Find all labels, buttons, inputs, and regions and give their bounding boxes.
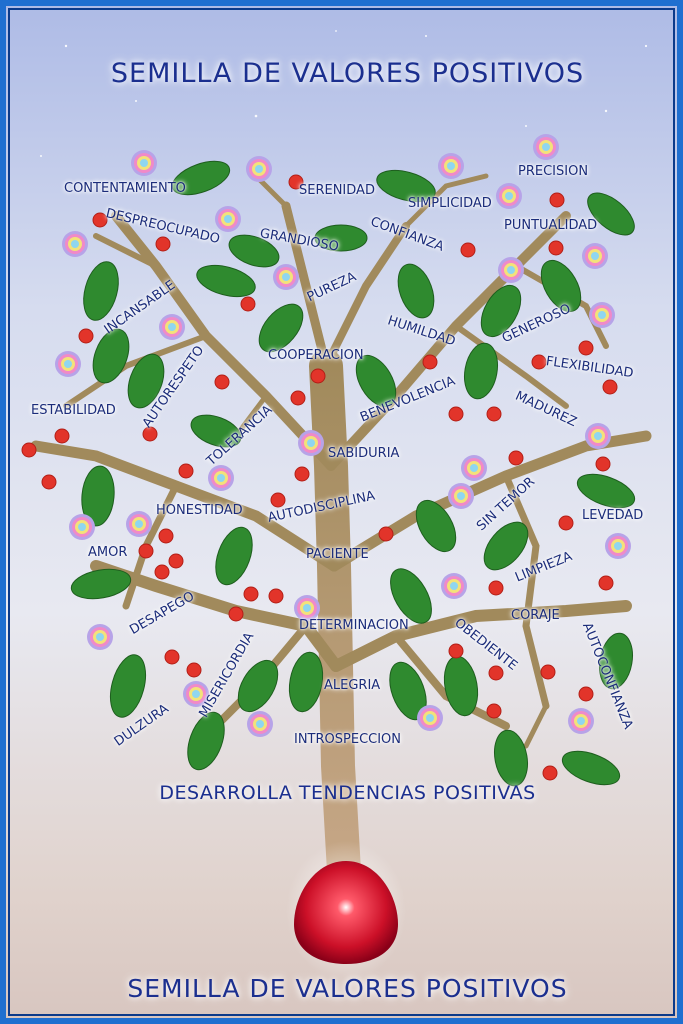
- label-alegria: ALEGRIA: [324, 678, 381, 693]
- label-simplicidad: SIMPLICIDAD: [408, 196, 492, 211]
- label-serenidad: SERENIDAD: [299, 183, 375, 198]
- label-amor: AMOR: [88, 545, 128, 560]
- label-cooperacion: COOPERACION: [268, 348, 364, 363]
- footer-title: SEMILLA DE VALORES POSITIVOS: [127, 974, 568, 1003]
- rainbow-orbs: [55, 134, 631, 737]
- label-estabilidad: ESTABILIDAD: [31, 403, 116, 418]
- label-honestidad: HONESTIDAD: [156, 503, 243, 518]
- page-title: SEMILLA DE VALORES POSITIVOS: [110, 58, 585, 89]
- flowers: [21, 174, 618, 781]
- label-introspeccion: INTROSPECCION: [294, 732, 402, 747]
- label-determinacion: DETERMINACION: [299, 618, 409, 633]
- label-contentamiento: CONTENTAMIENTO: [64, 181, 186, 196]
- label-sabiduria: SABIDURIA: [328, 446, 400, 461]
- label-coraje: CORAJE: [511, 608, 560, 623]
- subtitle: DESARROLLA TENDENCIAS POSITIVAS: [159, 782, 536, 804]
- seed: [294, 861, 398, 964]
- stars: [40, 30, 648, 157]
- tree-illustration: [21, 30, 652, 981]
- label-levedad: LEVEDAD: [582, 508, 644, 523]
- label-puntualidad: PUNTUALIDAD: [504, 218, 598, 233]
- label-precision: PRECISION: [518, 164, 589, 179]
- label-paciente: PACIENTE: [306, 547, 369, 562]
